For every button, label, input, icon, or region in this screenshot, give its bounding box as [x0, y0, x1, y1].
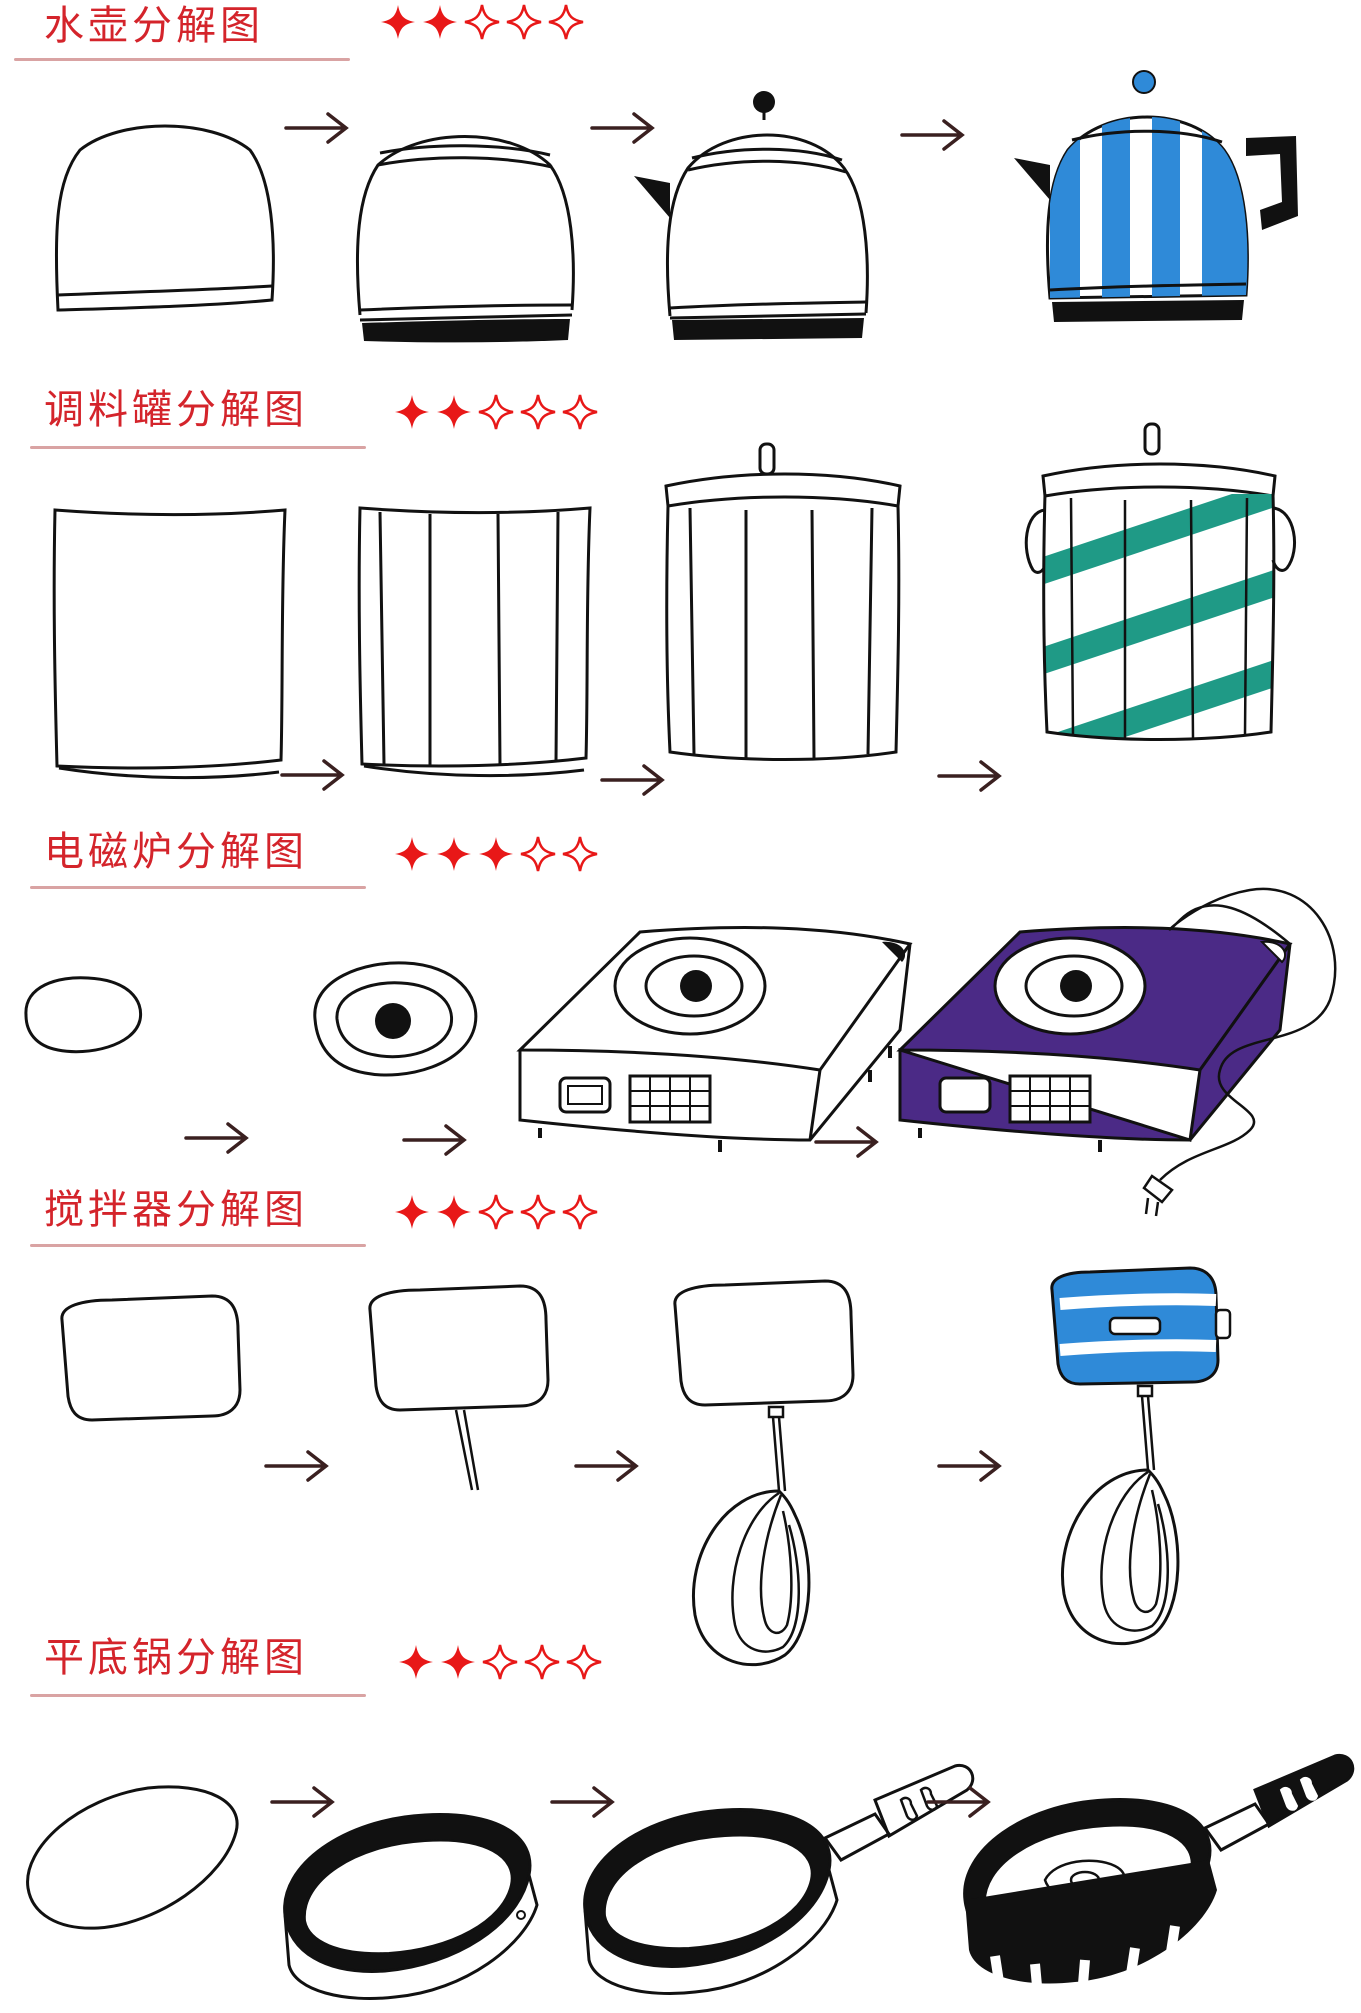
spice-jar-step-2	[357, 506, 592, 778]
section-mixer: 搅拌器分解图	[0, 1180, 1361, 1680]
mixer-step-3	[673, 1279, 855, 1667]
star-empty-icon	[524, 1644, 560, 1680]
title-underline	[14, 58, 350, 61]
section-induction: 电磁炉分解图	[0, 820, 1361, 1217]
induction-step-1	[24, 976, 143, 1054]
star-empty-icon	[566, 1644, 602, 1680]
section-frying-pan: 平底锅分解图	[0, 1630, 1361, 2013]
arrow-icon	[937, 1450, 1002, 1482]
arrow-icon	[270, 1786, 335, 1818]
arrow-icon	[590, 112, 655, 144]
mixer-step-1	[60, 1294, 242, 1422]
star-filled-icon	[395, 837, 429, 871]
star-empty-icon	[482, 1644, 518, 1680]
difficulty-rating	[392, 392, 600, 432]
arrow-icon	[926, 1786, 991, 1818]
kettle-step-1	[54, 124, 275, 312]
arrow-icon	[937, 760, 1002, 792]
frying-pan-step-1	[26, 1785, 239, 1930]
star-filled-icon	[437, 1195, 471, 1229]
kettle-step-2	[355, 135, 575, 343]
arrow-icon	[550, 1786, 615, 1818]
star-filled-icon	[423, 5, 457, 39]
difficulty-rating	[392, 834, 600, 874]
star-empty-icon	[520, 836, 556, 872]
arrow-icon	[900, 119, 965, 151]
star-empty-icon	[506, 4, 542, 40]
title-underline	[30, 1244, 366, 1247]
induction-step-4	[896, 887, 1337, 1217]
star-empty-icon	[464, 4, 500, 40]
star-filled-icon	[437, 837, 471, 871]
star-empty-icon	[478, 394, 514, 430]
induction-step-2	[313, 961, 478, 1077]
section-spice-jar: 调料罐分解图	[0, 380, 1361, 810]
mixer-step-4	[1050, 1266, 1232, 1646]
difficulty-rating	[392, 1192, 600, 1232]
section-title: 调料罐分解图	[44, 387, 308, 433]
star-filled-icon	[399, 1645, 433, 1679]
section-kettle: 水壶分解图	[0, 0, 1361, 370]
star-filled-icon	[437, 395, 471, 429]
spice-jar-step-1	[52, 508, 287, 780]
section-title: 搅拌器分解图	[44, 1187, 308, 1233]
induction-step-3	[516, 926, 913, 1152]
arrow-icon	[280, 759, 345, 791]
spice-jar-step-3	[664, 442, 902, 761]
title-underline	[30, 886, 366, 889]
frying-pan-step-4	[963, 1753, 1355, 1987]
star-empty-icon	[520, 1194, 556, 1230]
star-filled-icon	[381, 5, 415, 39]
star-filled-icon	[479, 837, 513, 871]
frying-pan-step-2	[283, 1813, 539, 2001]
star-filled-icon	[441, 1645, 475, 1679]
star-empty-icon	[562, 394, 598, 430]
star-empty-icon	[520, 394, 556, 430]
arrow-icon	[264, 1450, 329, 1482]
kettle-step-4	[1014, 70, 1298, 322]
spice-jar-step-4	[1024, 422, 1296, 741]
star-filled-icon	[395, 395, 429, 429]
title-underline	[30, 1694, 366, 1697]
section-title: 平底锅分解图	[44, 1635, 308, 1681]
kettle-step-3	[634, 91, 869, 340]
difficulty-rating	[378, 2, 586, 42]
section-title: 水壶分解图	[44, 3, 264, 49]
arrow-icon	[574, 1450, 639, 1482]
arrow-icon	[402, 1124, 467, 1156]
star-empty-icon	[562, 836, 598, 872]
star-filled-icon	[395, 1195, 429, 1229]
arrow-icon	[600, 764, 665, 796]
frying-pan-step-3	[583, 1763, 975, 1996]
arrow-icon	[184, 1122, 249, 1154]
arrow-icon	[284, 112, 349, 144]
star-empty-icon	[562, 1194, 598, 1230]
difficulty-rating	[396, 1642, 604, 1682]
section-title: 电磁炉分解图	[44, 829, 308, 875]
mixer-step-2	[368, 1284, 550, 1491]
star-empty-icon	[478, 1194, 514, 1230]
star-empty-icon	[548, 4, 584, 40]
title-underline	[30, 446, 366, 449]
arrow-icon	[814, 1126, 879, 1158]
